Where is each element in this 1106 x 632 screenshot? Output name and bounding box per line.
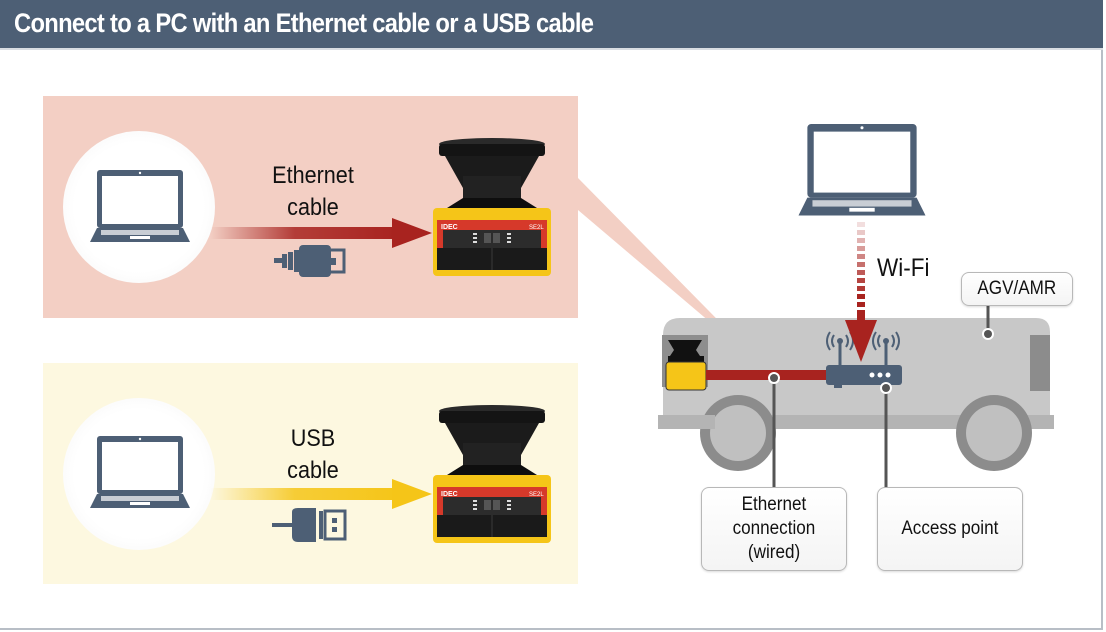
label-line-2: cable — [287, 457, 339, 484]
usb-cable-label: USB cable — [259, 423, 367, 487]
header-bar: Connect to a PC with an Ethernet cable o… — [0, 0, 1103, 50]
callout-line-1: Ethernet — [741, 494, 807, 515]
ethernet-cable-label: Ethernet cable — [259, 160, 367, 224]
access-point-callout: Access point — [877, 487, 1023, 571]
wifi-label: Wi-Fi — [877, 254, 930, 282]
callout-line-2: connection — [732, 518, 816, 539]
page-title: Connect to a PC with an Ethernet cable o… — [14, 8, 594, 38]
label-line-2: cable — [287, 194, 339, 221]
ethernet-plug-icon — [274, 245, 346, 277]
agv-amr-callout: AGV/AMR — [961, 272, 1073, 306]
laptop-icon — [90, 436, 190, 508]
scanner-brand: IDEC — [441, 491, 458, 498]
label-line-1: USB — [290, 425, 336, 452]
scanner-model: SE2L — [529, 492, 544, 498]
usb-arrow — [210, 479, 432, 509]
safety-laser-scanner-usb: IDEC SE2L — [433, 405, 551, 543]
label-line-1: Ethernet — [272, 162, 354, 189]
scanner-brand: IDEC — [441, 224, 458, 231]
usb-plug-icon — [272, 508, 347, 542]
ethernet-arrow — [210, 218, 432, 248]
ethernet-connection-callout: Ethernet connection (wired) — [701, 487, 847, 571]
scanner-model: SE2L — [529, 225, 544, 231]
laptop-icon — [90, 170, 190, 242]
agv-amr-label: AGV/AMR — [977, 278, 1057, 299]
callout-line-3: (wired) — [747, 542, 801, 563]
laptop-icon — [798, 124, 926, 216]
safety-laser-scanner-ethernet: IDEC SE2L — [433, 138, 551, 276]
access-point-label: Access point — [901, 518, 999, 539]
